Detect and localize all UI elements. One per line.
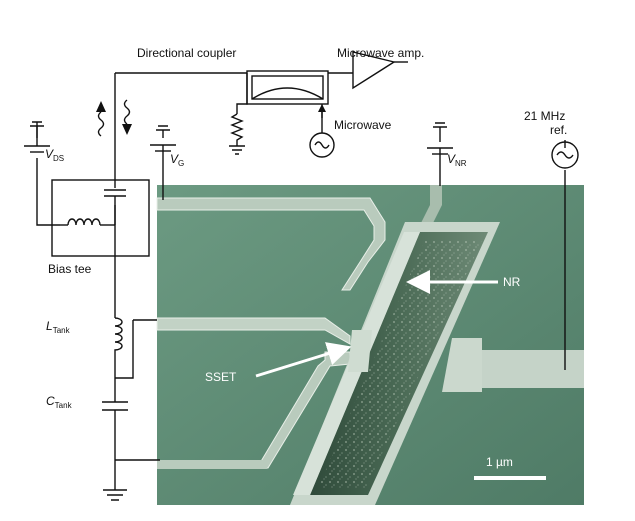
vnr-label: VNR	[447, 152, 467, 168]
microwave-amp-label: Microwave amp.	[337, 46, 424, 60]
nr-top-lead	[420, 185, 442, 225]
microwave-label: Microwave	[334, 118, 392, 132]
ltank-inductor-icon	[114, 317, 123, 352]
nr-right-lead	[482, 350, 584, 388]
drain-electrode	[156, 197, 386, 291]
sset-island	[348, 330, 372, 372]
amplifier-icon	[352, 51, 396, 90]
directional-coupler-label: Directional coupler	[137, 46, 236, 60]
scale-bar	[474, 476, 546, 480]
nr-label: NR	[503, 275, 521, 289]
signal-arrows-icon	[96, 99, 132, 137]
termination-resistor-icon	[229, 113, 245, 155]
reference-source-icon	[551, 141, 579, 169]
nr-trench-grain	[318, 240, 482, 488]
ground-icon	[103, 489, 127, 501]
vg-label: VG	[170, 152, 184, 168]
vds-source-icon	[24, 121, 50, 153]
sset-label: SSET	[205, 370, 237, 384]
vds-label: VDS	[45, 147, 64, 163]
bias-tee-label: Bias tee	[48, 262, 92, 276]
sem-micrograph	[156, 185, 584, 505]
bias-tee	[51, 179, 150, 257]
circuit-wiring	[36, 61, 566, 490]
ref-suffix-label: ref.	[550, 123, 567, 137]
microwave-source-icon	[309, 104, 335, 158]
nr-right-pad	[442, 338, 482, 392]
vnr-source-icon	[427, 122, 453, 155]
sset-pointer-arrow	[255, 342, 352, 378]
source-lead	[157, 460, 267, 469]
ltank-label: LTank	[46, 319, 71, 335]
scale-bar-label: 1 µm	[486, 455, 513, 469]
directional-coupler	[246, 70, 329, 105]
vg-source-icon	[150, 125, 176, 152]
ref-frequency-label: 21 MHz	[524, 109, 565, 123]
ctank-capacitor-icon	[102, 392, 128, 418]
ctank-label: CTank	[46, 394, 73, 410]
